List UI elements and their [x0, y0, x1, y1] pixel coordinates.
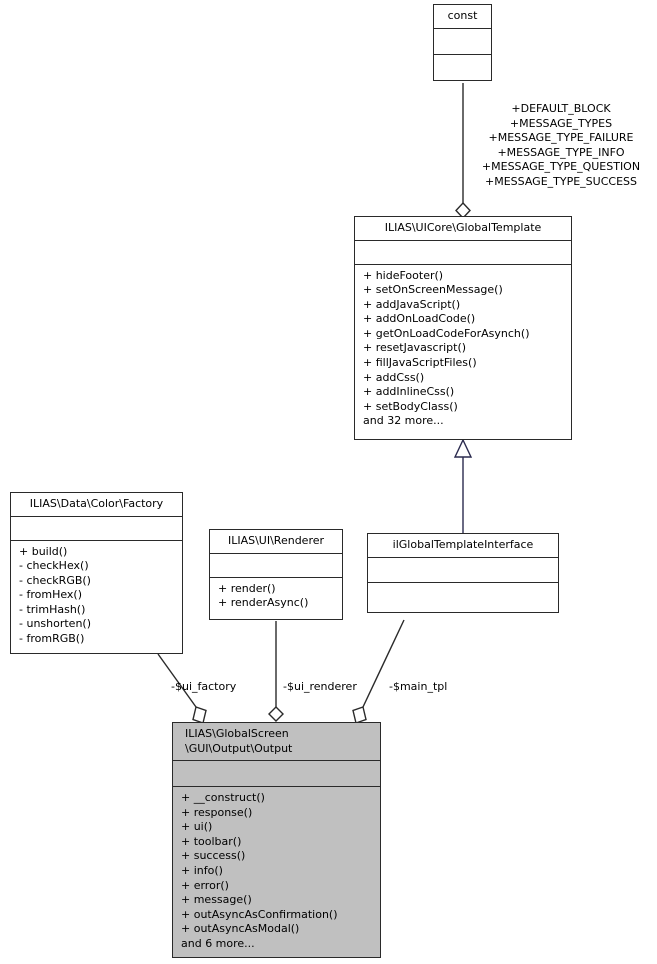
- class-global-template-interface-attributes: [368, 558, 558, 583]
- class-color-factory-attributes: [11, 517, 182, 541]
- member-row: + getOnLoadCodeForAsynch(): [363, 326, 530, 340]
- member-row: + ui(): [181, 820, 213, 834]
- class-global-template-title: ILIAS\UICore\GlobalTemplate: [355, 217, 571, 241]
- member-row: - checkHex(): [19, 559, 89, 573]
- member-row: + addJavaScript(): [363, 297, 461, 311]
- class-global-template-operations: + hideFooter() + setOnScreenMessage() + …: [355, 265, 571, 440]
- class-ui-renderer-operations: + render() + renderAsync(): [210, 578, 342, 620]
- class-global-template[interactable]: ILIAS\UICore\GlobalTemplate + hideFooter…: [354, 216, 572, 440]
- member-row: + hideFooter(): [363, 268, 444, 282]
- member-row: + build(): [19, 544, 68, 558]
- class-ui-renderer-title: ILIAS\UI\Renderer: [210, 530, 342, 554]
- member-row: + message(): [181, 893, 252, 907]
- class-ui-renderer-attributes: [210, 554, 342, 578]
- member-row: + addOnLoadCode(): [363, 312, 476, 326]
- member-row: + outAsyncAsModal(): [181, 922, 300, 936]
- member-row: - trimHash(): [19, 602, 86, 616]
- member-row-more: and 32 more...: [363, 414, 444, 428]
- edge-interface-to-output: [352, 619, 405, 724]
- member-row: - fromHex(): [19, 588, 83, 602]
- member-row: - fromRGB(): [19, 632, 85, 646]
- class-output-operations: + __construct() + response() + ui() + to…: [173, 787, 380, 957]
- edge-label-main-tpl: -$main_tpl: [389, 680, 448, 693]
- class-color-factory-title: ILIAS\Data\Color\Factory: [11, 493, 182, 517]
- member-row: + __construct(): [181, 791, 265, 804]
- class-const-attributes: [434, 29, 491, 55]
- class-global-template-interface-operations: [368, 583, 558, 613]
- member-row: + response(): [181, 805, 253, 819]
- edge-globaltemplate-inheritance: [453, 438, 473, 533]
- member-row: + setOnScreenMessage(): [363, 283, 503, 297]
- member-row: + info(): [181, 863, 223, 877]
- edge-label-ui-factory: -$ui_factory: [171, 680, 237, 693]
- member-row: + success(): [181, 849, 246, 863]
- member-row: + addCss(): [363, 370, 425, 384]
- class-ui-renderer[interactable]: ILIAS\UI\Renderer + render() + renderAsy…: [209, 529, 343, 620]
- member-row: + renderAsync(): [218, 596, 309, 610]
- member-row: + render(): [218, 581, 276, 595]
- class-global-template-interface-title: ilGlobalTemplateInterface: [368, 534, 558, 558]
- edge-renderer-to-output: [268, 621, 284, 722]
- class-global-template-interface[interactable]: ilGlobalTemplateInterface: [367, 533, 559, 613]
- class-const-operations: [434, 55, 491, 81]
- member-row: + addInlineCss(): [363, 385, 455, 399]
- member-row: + fillJavaScriptFiles(): [363, 356, 477, 370]
- member-row-more: and 6 more...: [181, 936, 255, 950]
- member-row: + resetJavascript(): [363, 341, 467, 355]
- member-row: + setBodyClass(): [363, 399, 458, 413]
- member-row: + outAsyncAsConfirmation(): [181, 907, 338, 921]
- member-row: + error(): [181, 878, 229, 892]
- member-row: + toolbar(): [181, 834, 242, 848]
- class-color-factory[interactable]: ILIAS\Data\Color\Factory + build() - che…: [10, 492, 183, 654]
- class-output[interactable]: ILIAS\GlobalScreen \GUI\Output\Output + …: [172, 722, 381, 958]
- class-const[interactable]: const: [433, 4, 492, 81]
- edge-label-const-constants: +DEFAULT_BLOCK +MESSAGE_TYPES +MESSAGE_T…: [481, 102, 641, 188]
- class-global-template-attributes: [355, 241, 571, 265]
- member-row: - checkRGB(): [19, 573, 91, 587]
- class-const-title: const: [434, 5, 491, 29]
- member-row: - unshorten(): [19, 617, 91, 631]
- class-output-title: ILIAS\GlobalScreen \GUI\Output\Output: [173, 723, 380, 761]
- class-output-attributes: [173, 761, 380, 787]
- edge-label-ui-renderer: -$ui_renderer: [283, 680, 357, 693]
- class-color-factory-operations: + build() - checkHex() - checkRGB() - fr…: [11, 541, 182, 654]
